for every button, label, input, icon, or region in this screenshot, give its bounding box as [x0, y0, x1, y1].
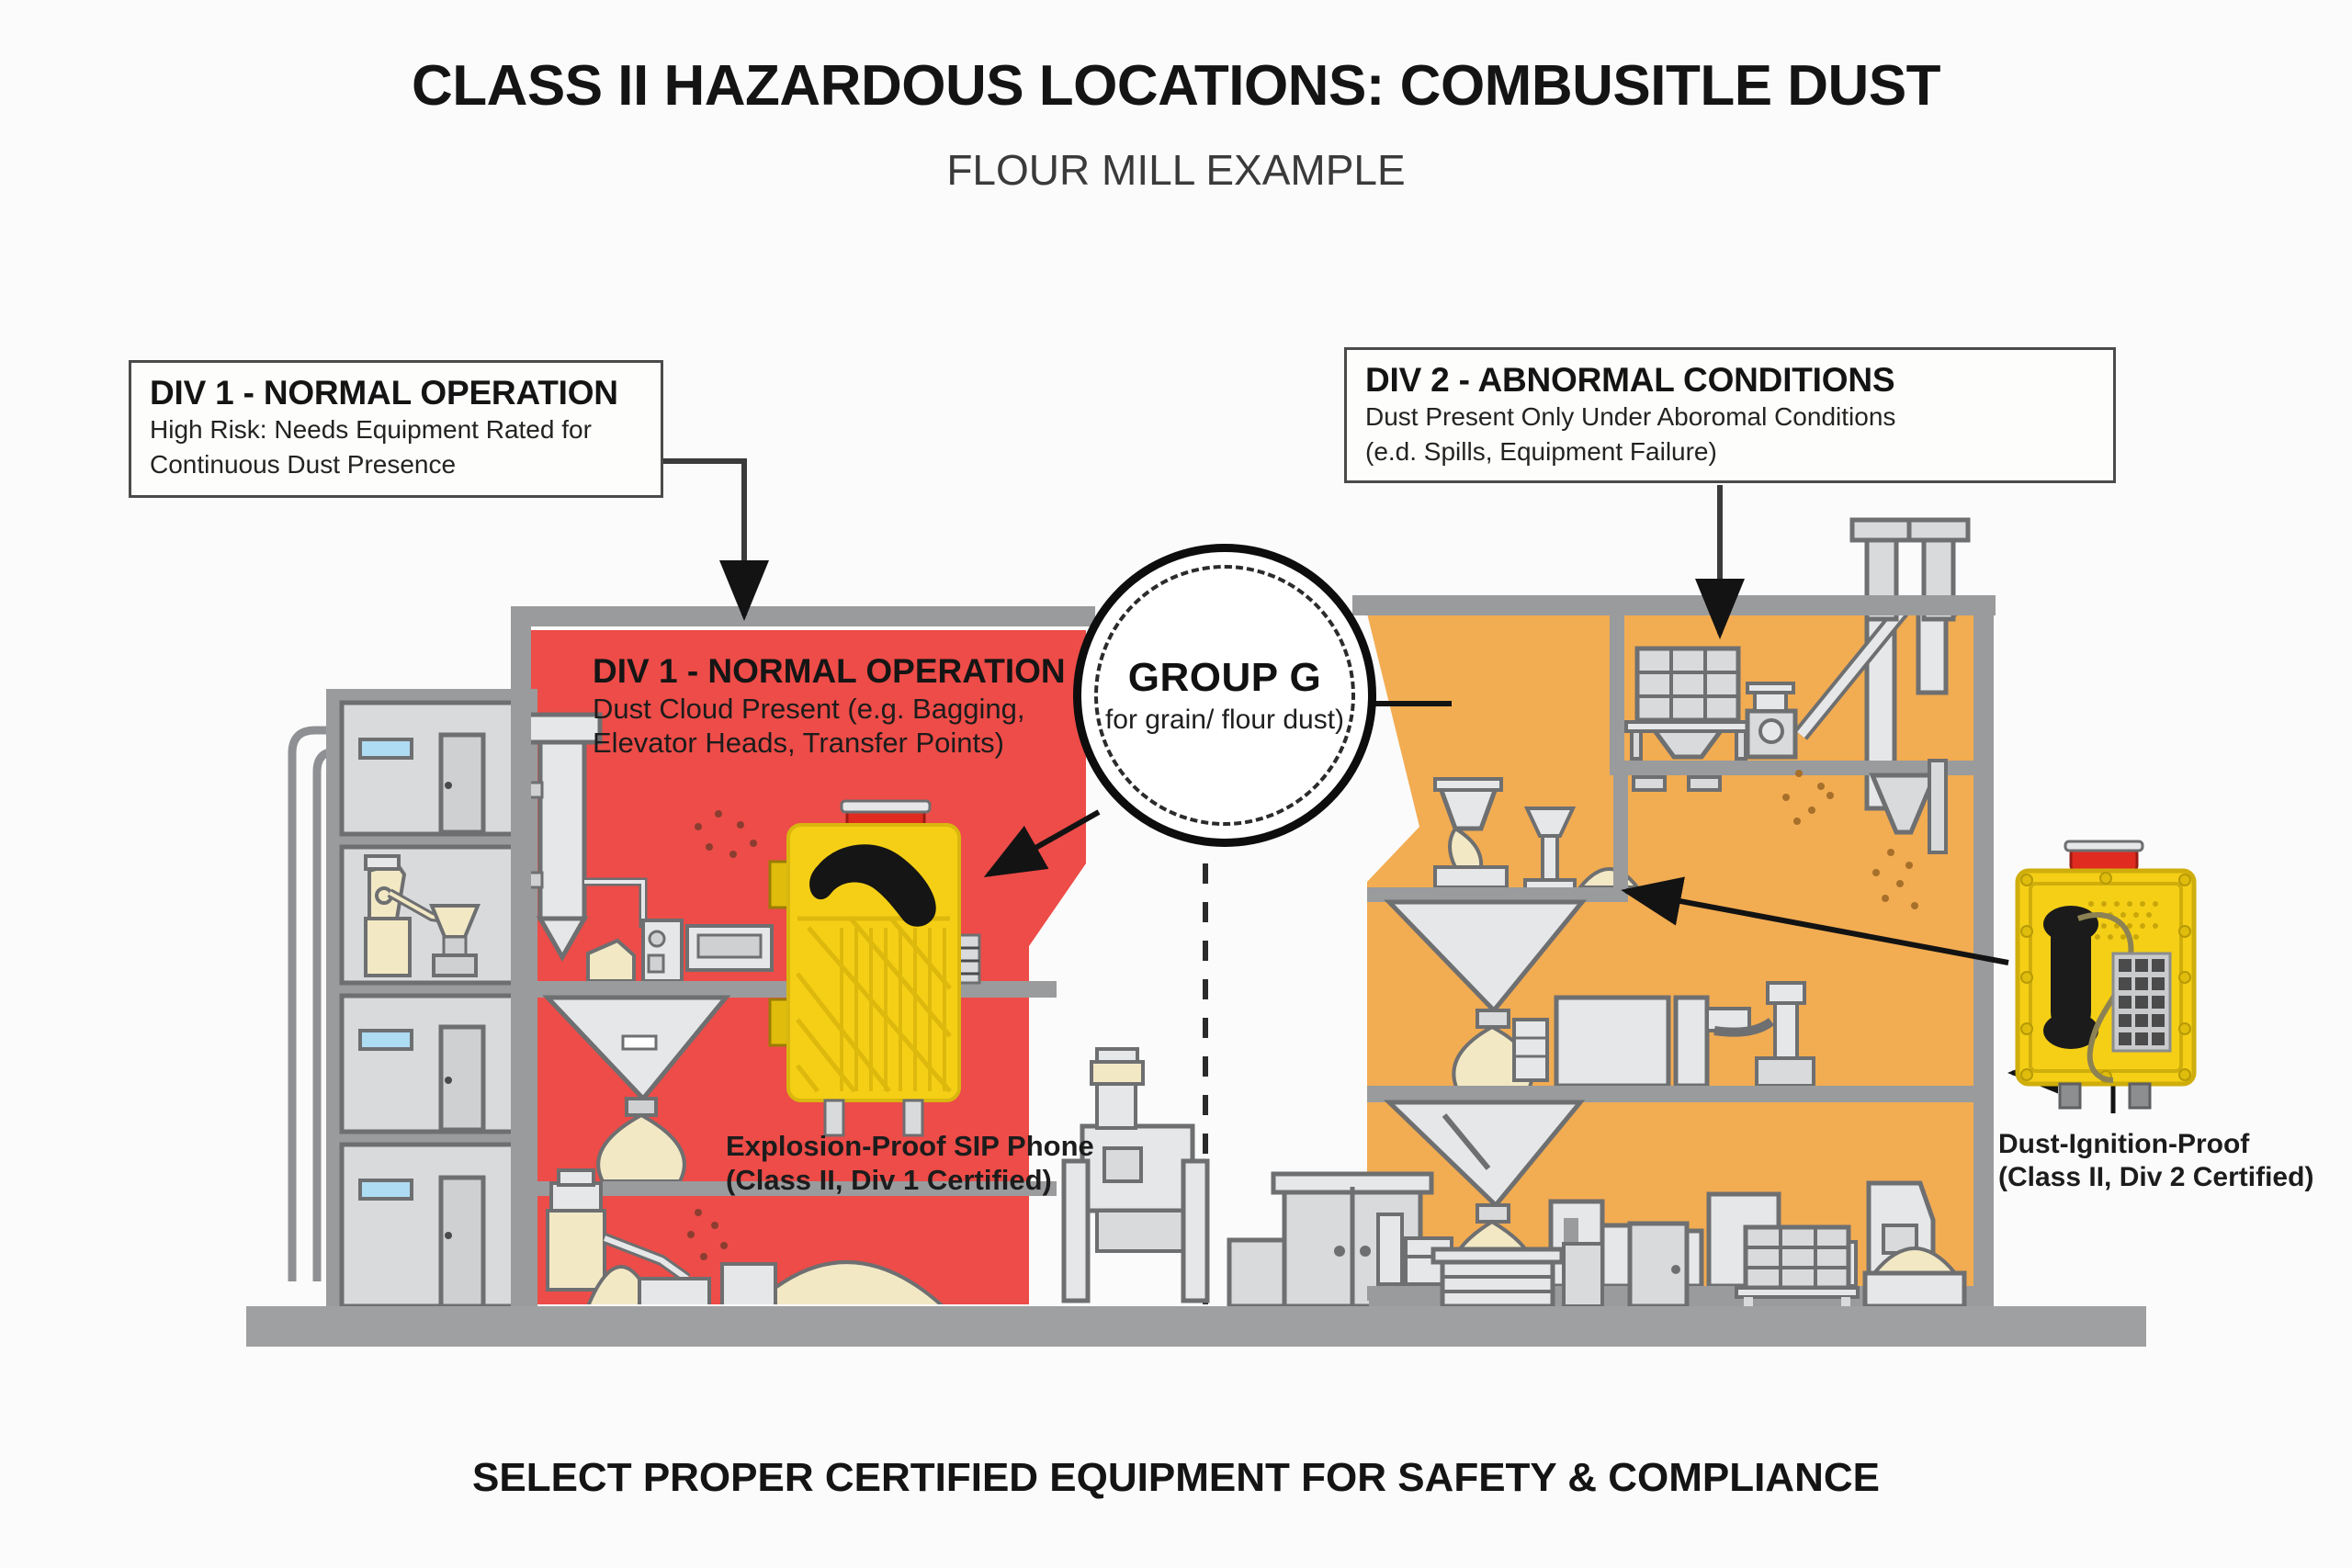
label-sip-phone: Explosion-Proof SIP Phone (Class II, Div…	[726, 1129, 1094, 1197]
label-div1-zone-heading: DIV 1 - NORMAL OPERATION	[593, 652, 1066, 690]
label-dip-phone-line2: (Class II, Div 2 Certified)	[1998, 1162, 2314, 1192]
callout-div1-line2: Continuous Dust Presence	[150, 449, 457, 479]
connector-div1	[663, 458, 769, 621]
callout-div2-line2: (e.d. Spills, Equipment Failure)	[1365, 436, 1717, 466]
center-equipment-group	[1061, 863, 1434, 1309]
page-footer: SELECT PROPER CERTIFIED EQUIPMENT FOR SA…	[472, 1455, 1880, 1500]
callout-div2-heading: DIV 2 - ABNORMAL CONDITIONS	[1365, 361, 1895, 399]
left-building-block	[288, 689, 537, 1309]
label-div1-zone-line1: Dust Cloud Present (e.g. Bagging,	[593, 692, 1025, 725]
explosion-proof-sip-phone[interactable]	[768, 799, 981, 1137]
label-sip-phone-line2: (Class II, Div 1 Certified)	[726, 1164, 1052, 1197]
page-subtitle: FLOUR MILL EXAMPLE	[946, 146, 1406, 194]
callout-div1-line1: High Risk: Needs Equipment Rated for	[150, 415, 592, 445]
div2-ground-floor-items	[1369, 1218, 1973, 1309]
group-g-title: GROUP G	[1127, 655, 1322, 700]
label-div1-zone-line2: Elevator Heads, Transfer Points)	[593, 726, 1004, 759]
callout-div2-line1: Dust Present Only Under Aboromal Conditi…	[1365, 402, 1896, 432]
page-title: CLASS II HAZARDOUS LOCATIONS: COMBUSITLE…	[411, 54, 1941, 118]
group-g-subtitle: for grain/ flour dust)	[1104, 705, 1345, 735]
label-sip-phone-line1: Explosion-Proof SIP Phone	[726, 1130, 1094, 1162]
callout-div1-heading: DIV 1 - NORMAL OPERATION	[150, 374, 618, 412]
label-dip-phone: Dust-Ignition-Proof (Class II, Div 2 Cer…	[1998, 1128, 2313, 1194]
group-g-badge: GROUP G for grain/ flour dust)	[1073, 544, 1376, 847]
arrow-to-div2-zone	[1621, 876, 2009, 965]
div2-equipment-group	[1367, 614, 1973, 1304]
right-structural-columns	[511, 517, 1996, 1306]
callout-div1: DIV 1 - NORMAL OPERATION High Risk: Need…	[129, 360, 663, 498]
callout-div2: DIV 2 - ABNORMAL CONDITIONS Dust Present…	[1344, 347, 2116, 483]
label-dip-phone-line1: Dust-Ignition-Proof	[1998, 1129, 2250, 1159]
label-div1-zone: DIV 1 - NORMAL OPERATION Dust Cloud Pres…	[593, 651, 1066, 760]
arrow-groupg-to-sip-phone	[983, 809, 1101, 877]
dust-ignition-proof-phone[interactable]	[2015, 840, 2197, 1110]
ground-strip	[246, 1306, 2146, 1347]
div1-equipment-group	[526, 712, 1057, 1304]
